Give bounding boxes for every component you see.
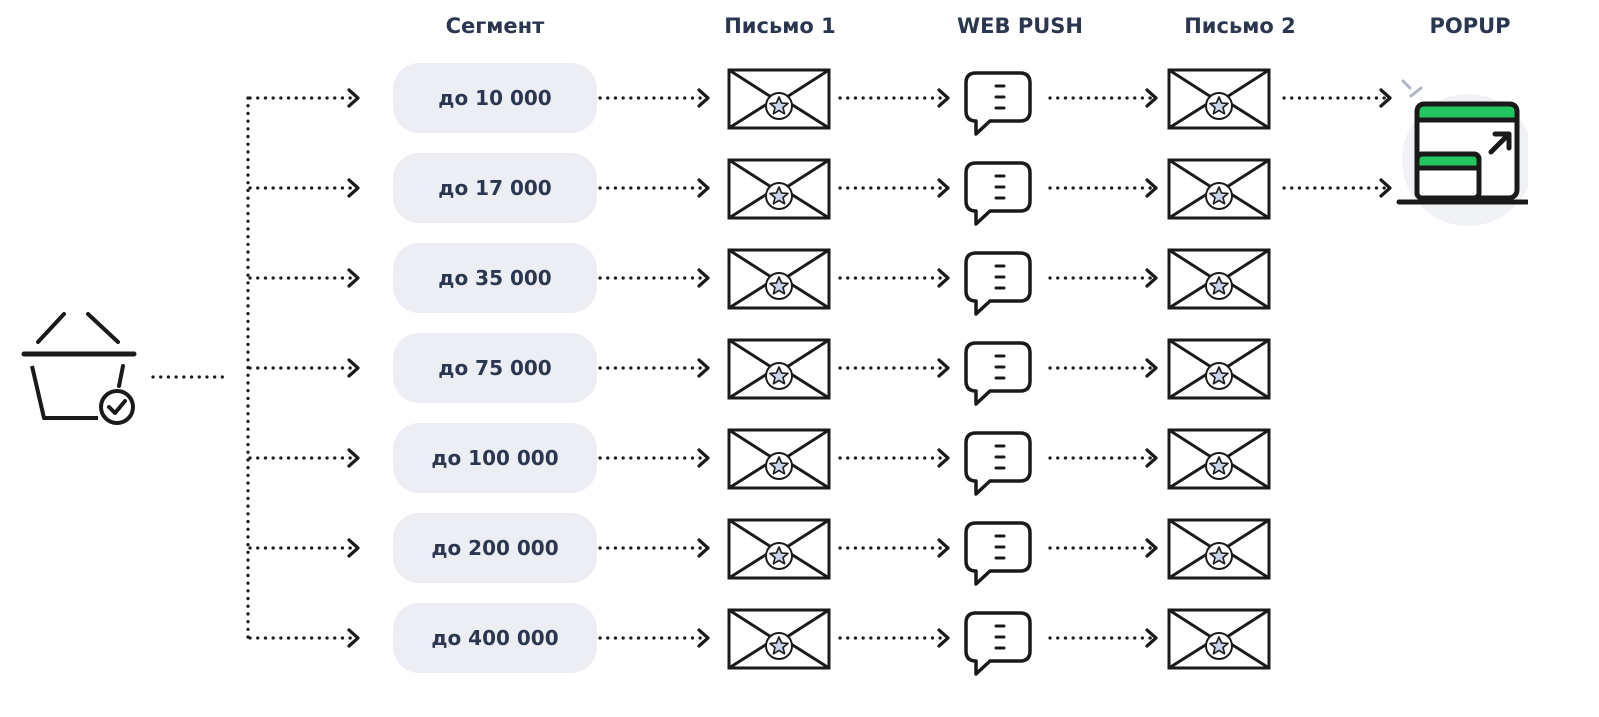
segment-pill: до 75 000	[393, 333, 597, 403]
header-webpush: WEB PUSH	[957, 14, 1083, 38]
arrow-head	[937, 448, 950, 468]
arrow-head	[347, 178, 360, 198]
arrow-head	[937, 358, 950, 378]
envelope-star-icon	[1167, 428, 1271, 490]
arrow-head	[937, 268, 950, 288]
chat-bubble-icon	[964, 71, 1032, 136]
arrow-head	[937, 538, 950, 558]
arrow-head	[347, 448, 360, 468]
arrow-head	[697, 178, 710, 198]
envelope-star-icon	[1167, 518, 1271, 580]
header-letter2: Письмо 2	[1184, 14, 1296, 38]
segment-pill: до 35 000	[393, 243, 597, 313]
segment-label: до 10 000	[438, 86, 552, 110]
arrow-head	[347, 268, 360, 288]
envelope-star-icon	[1167, 158, 1271, 220]
header-letter1: Письмо 1	[724, 14, 836, 38]
envelope-star-icon	[727, 518, 831, 580]
arrow-head	[697, 448, 710, 468]
arrow-head	[1145, 628, 1158, 648]
segment-pill: до 17 000	[393, 153, 597, 223]
header-popup: POPUP	[1429, 14, 1511, 38]
arrow-head	[1145, 88, 1158, 108]
envelope-star-icon	[1167, 338, 1271, 400]
chat-bubble-icon	[964, 431, 1032, 496]
popup-window-icon	[1396, 79, 1528, 226]
arrow-head	[697, 628, 710, 648]
segment-label: до 35 000	[438, 266, 552, 290]
arrow-head	[347, 538, 360, 558]
segment-label: до 75 000	[438, 356, 552, 380]
arrow-head	[1379, 88, 1392, 108]
envelope-star-icon	[727, 428, 831, 490]
envelope-star-icon	[727, 68, 831, 130]
envelope-star-icon	[727, 248, 831, 310]
segment-label: до 200 000	[431, 536, 559, 560]
chat-bubble-icon	[964, 521, 1032, 586]
chat-bubble-icon	[964, 341, 1032, 406]
arrow-head	[937, 178, 950, 198]
arrow-head	[697, 88, 710, 108]
segment-pill: до 100 000	[393, 423, 597, 493]
arrow-head	[1145, 268, 1158, 288]
basket-check-icon	[21, 312, 137, 425]
arrow-head	[347, 88, 360, 108]
arrow-head	[697, 358, 710, 378]
envelope-star-icon	[1167, 608, 1271, 670]
segment-pill: до 400 000	[393, 603, 597, 673]
header-segment: Сегмент	[445, 14, 545, 38]
chat-bubble-icon	[964, 611, 1032, 676]
envelope-star-icon	[1167, 248, 1271, 310]
arrow-head	[1145, 178, 1158, 198]
envelope-star-icon	[1167, 68, 1271, 130]
arrow-head	[697, 538, 710, 558]
arrow-head	[937, 88, 950, 108]
segment-pill: до 200 000	[393, 513, 597, 583]
envelope-star-icon	[727, 338, 831, 400]
arrow-head	[347, 358, 360, 378]
arrow-head	[1145, 358, 1158, 378]
envelope-star-icon	[727, 608, 831, 670]
arrow-head	[1145, 538, 1158, 558]
arrow-head	[937, 628, 950, 648]
arrow-head	[1379, 178, 1392, 198]
segment-label: до 100 000	[431, 446, 559, 470]
envelope-star-icon	[727, 158, 831, 220]
segment-label: до 17 000	[438, 176, 552, 200]
segment-label: до 400 000	[431, 626, 559, 650]
arrow-head	[347, 628, 360, 648]
segment-pill: до 10 000	[393, 63, 597, 133]
chat-bubble-icon	[964, 251, 1032, 316]
arrow-head	[697, 268, 710, 288]
arrow-head	[1145, 448, 1158, 468]
chat-bubble-icon	[964, 161, 1032, 226]
